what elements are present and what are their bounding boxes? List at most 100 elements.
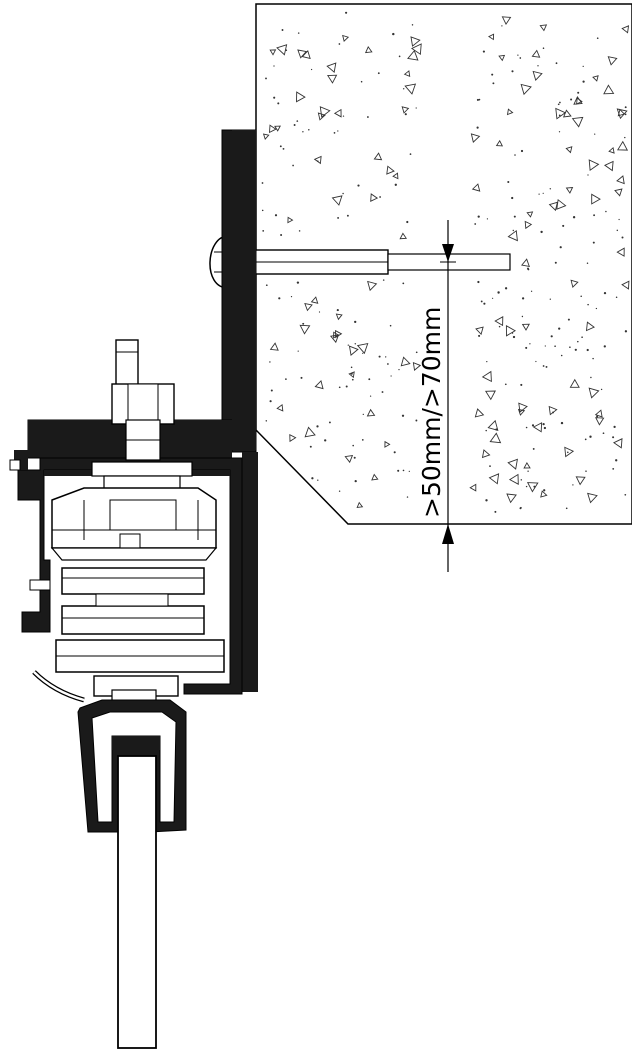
aggregate-dot (382, 279, 385, 281)
aggregate-dot (538, 193, 540, 195)
aggregate-dot (511, 196, 514, 200)
aggregate-dot (603, 345, 606, 348)
aggregate-dot (501, 25, 503, 27)
aggregate-dot (554, 345, 556, 348)
aggregate-stone (495, 139, 504, 147)
aggregate-stone (488, 473, 500, 485)
aggregate-stone (268, 124, 277, 134)
aggregate-dot (624, 330, 628, 333)
aggregate-stone (565, 146, 573, 154)
aggregate-dot (559, 101, 561, 104)
aggregate-stone (531, 49, 541, 58)
aggregate-dot (491, 297, 494, 299)
aggregate-stone (575, 476, 586, 486)
aggregate-dot (404, 113, 407, 116)
aggregate-stone (508, 473, 519, 485)
aggregate-dot (328, 421, 331, 424)
aggregate-dot (558, 131, 561, 133)
aggregate-dot (278, 297, 281, 300)
aggregate-dot (504, 383, 507, 386)
aggregate-stone (386, 165, 395, 175)
aggregate-dot (486, 218, 489, 220)
aggregate-dot (520, 383, 523, 386)
aggregate-dot (345, 385, 348, 388)
aggregate-stone (410, 43, 422, 56)
aggregate-stone (607, 56, 618, 66)
aggregate-dot (273, 96, 276, 99)
aggregate-stone (539, 24, 548, 32)
aggregate-stone (335, 329, 343, 339)
aggregate-dot (589, 435, 592, 438)
aggregate-stone (562, 109, 572, 118)
aggregate-dot (406, 220, 409, 224)
aggregate-dot (497, 291, 500, 294)
aggregate-dot (369, 395, 372, 397)
aggregate-dot (521, 297, 525, 300)
aggregate-dot (297, 32, 300, 34)
aggregate-dot (624, 136, 626, 139)
aggregate-dot (345, 11, 348, 14)
aggregate-dot (600, 388, 603, 391)
aggregate-dot (482, 50, 485, 53)
aggregate-stone (569, 378, 580, 388)
aggregate-dot (560, 354, 563, 357)
aggregate-dot (581, 336, 583, 339)
aggregate-dot (572, 216, 576, 219)
aggregate-stone (506, 493, 517, 504)
aggregate-stone (392, 172, 399, 180)
aggregate-dot (542, 365, 545, 367)
aggregate-dot (616, 229, 619, 232)
aggregate-stone (348, 371, 355, 379)
aggregate-stone (262, 133, 270, 140)
aggregate-stone (326, 62, 337, 73)
aggregate-dot (477, 215, 480, 218)
aggregate-dot (526, 267, 530, 270)
aggregate-dot (596, 415, 599, 418)
aggregate-dot (336, 309, 339, 312)
aggregate-dot (577, 91, 580, 94)
aggregate-dot (353, 456, 356, 459)
aggregate-dot (519, 57, 522, 59)
aggregate-dot (408, 470, 410, 473)
aggregate-stone (565, 186, 574, 194)
aggregate-dot (624, 113, 627, 116)
aggregate-dot (360, 80, 363, 83)
dimension-line: >50mm/>70mm (417, 220, 456, 572)
aggregate-dot (357, 184, 360, 187)
aggregate-stone (304, 426, 316, 438)
aggregate-stone (556, 198, 567, 210)
brush-seal (32, 670, 85, 703)
aggregate-dot (324, 439, 327, 442)
aggregate-dot (402, 282, 405, 285)
aggregate-dot (409, 153, 412, 155)
aggregate-dot (543, 426, 547, 430)
aggregate-dot (520, 149, 524, 153)
aggregate-dot (521, 315, 524, 318)
aggregate-dot (615, 459, 618, 462)
aggregate-dot (584, 438, 587, 441)
aggregate-dot (615, 296, 618, 298)
aggregate-stone (592, 75, 599, 82)
aggregate-stone (616, 175, 625, 185)
aggregate-stone (616, 247, 625, 257)
aggregate-dot (535, 360, 537, 363)
aggregate-dot (532, 447, 535, 450)
aggregate-dot (520, 479, 523, 481)
aggregate-stone (520, 83, 532, 96)
aggregate-stone (604, 160, 614, 172)
aggregate-dot (379, 196, 382, 198)
aggregate-dot (476, 126, 479, 129)
aggregate-dot (495, 428, 498, 431)
aggregate-dot (562, 224, 565, 227)
aggregate-dot (311, 477, 314, 480)
aggregate-stone (603, 84, 615, 95)
aggregate-dot (269, 400, 272, 403)
aggregate-stone (373, 152, 383, 161)
aggregate-stone (370, 193, 379, 202)
aggregate-dot (557, 103, 560, 106)
aggregate-dot (529, 343, 531, 345)
aggregate-stone (287, 216, 294, 224)
aggregate-dot (586, 348, 589, 352)
aggregate-stone (470, 133, 481, 143)
aggregate-dot (494, 510, 497, 513)
